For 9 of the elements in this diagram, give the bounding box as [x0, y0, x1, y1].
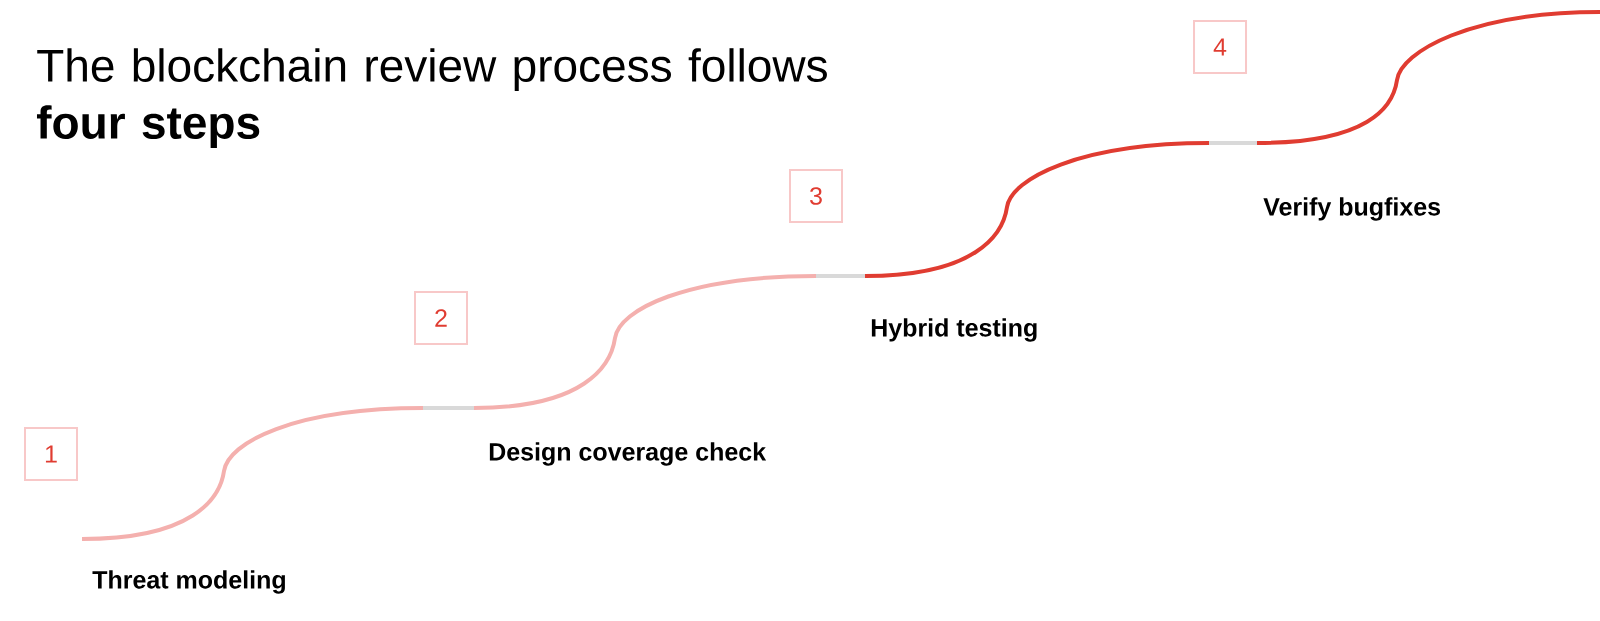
title: The blockchain review process follows four steps [37, 48, 827, 149]
step-label: Hybrid testing [871, 318, 1037, 342]
step-number-box: 2 [414, 291, 468, 345]
step-label: Design coverage check [489, 442, 767, 466]
step-number-box: 3 [789, 169, 843, 223]
step-number-box: 1 [24, 427, 78, 481]
step-label: Threat modeling [92, 570, 285, 594]
step-number-box: 4 [1193, 20, 1247, 74]
step-label: Verify bugfixes [1263, 197, 1440, 221]
